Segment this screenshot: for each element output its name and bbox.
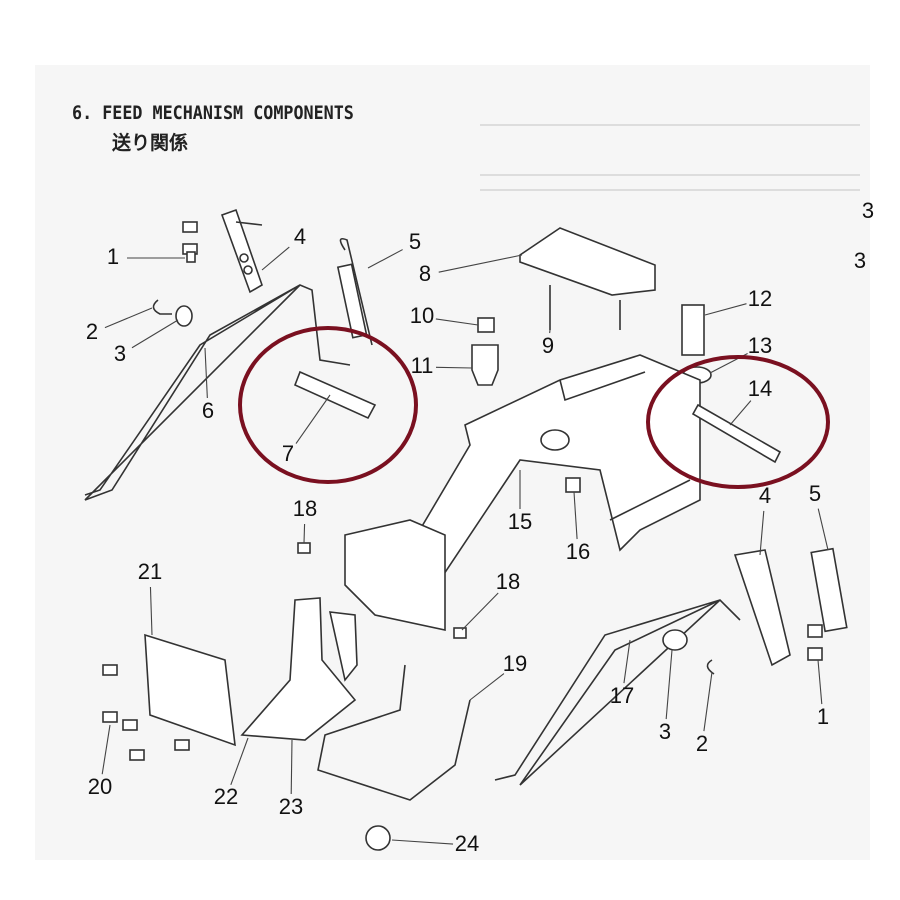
callout-label-3: 3 [659,719,671,744]
leader-line-24 [391,839,454,845]
highlight-circles [238,326,830,489]
leader-line-10 [435,318,479,326]
plate-part-21 [144,633,236,747]
callout-label-19: 19 [503,651,527,676]
callout-label-22: 22 [214,784,238,809]
bracket-part-22 [240,597,357,741]
leader-line-6 [204,347,208,399]
screws-part-20 [102,664,190,761]
callout-label-7: 7 [282,441,294,466]
feed-arm-part-17 [494,599,741,786]
callout-label-23: 23 [279,794,303,819]
callout-label-3: 3 [862,198,874,223]
bracket-part-23 [328,611,358,682]
leader-line-5 [817,508,829,551]
callout-label-18: 18 [496,569,520,594]
callout-label-21: 21 [138,559,162,584]
leader-line-22 [230,737,249,786]
knob-part-24 [365,825,391,851]
plate-part-8 [519,227,656,296]
callout-label-17: 17 [610,683,634,708]
bolt-part-12 [681,304,705,356]
e-ring-part-2-right [706,659,715,675]
leader-line-21 [149,586,153,636]
washer-part-3-right [662,629,688,651]
leader-line-2 [104,307,153,329]
leader-line-4 [261,246,290,271]
callout-label-14: 14 [748,376,772,401]
callout-label-20: 20 [88,774,112,799]
section-subtitle-japanese: 送り関係 [112,132,189,154]
callout-label-16: 16 [566,539,590,564]
callout-label-1: 1 [817,704,829,729]
callout-label-18: 18 [293,496,317,521]
callout-label-4: 4 [294,224,306,249]
callout-label-15: 15 [508,509,532,534]
parts-drawings [84,208,848,851]
leader-line-17 [623,639,631,684]
leader-line-20 [101,724,111,775]
callout-label-6: 6 [202,398,214,423]
leader-line-5 [367,249,403,269]
scanned-page-area [35,65,870,860]
frame-part-15 [403,354,701,582]
leader-line-23 [290,739,293,795]
collar-part-11 [471,344,499,386]
screws-part-1-left [182,221,198,263]
leader-line-8 [438,254,523,273]
leader-line-2 [703,671,713,732]
callout-label-2: 2 [696,731,708,756]
leader-line-3 [665,649,673,720]
leader-line-14 [729,400,752,426]
callout-label-11: 11 [411,353,434,378]
highlight-circle-part-7 [238,326,418,484]
leader-line-11 [435,366,473,369]
callout-label-13: 13 [748,333,772,358]
callout-label-9: 9 [542,333,554,358]
leader-lines [101,246,829,845]
leader-line-18 [303,523,306,544]
section-title: 6. FEED MECHANISM COMPONENTS [72,102,354,124]
leader-line-3 [131,319,179,349]
spring-part-5-left [339,237,373,346]
screw-part-18 [297,542,311,554]
spring-part-5-right [810,547,848,633]
lever-part-4-right [733,549,791,667]
leader-line-19 [469,673,505,701]
callout-label-4: 4 [759,483,771,508]
callout-label-8: 8 [419,261,431,286]
callout-label-10: 10 [410,303,434,328]
callout-label-5: 5 [809,481,821,506]
leader-line-4 [759,510,765,556]
wire-part-19 [317,664,471,801]
feed-arm-part-6 [84,284,351,501]
screw-part-1-right [807,624,823,638]
callout-label-24: 24 [455,831,479,856]
leader-line-1 [817,659,823,705]
leader-line-18 [461,592,499,631]
leader-line-16 [573,491,578,540]
callout-label-3: 3 [114,341,126,366]
pin-part-7 [293,370,377,420]
highlight-circle-part-14 [646,355,830,489]
background-text-ghosts [480,124,860,191]
callout-label-1: 1 [107,244,119,269]
screw-part-16 [565,477,581,493]
pin-part-14 [691,403,782,464]
leader-line-7 [295,394,331,444]
screw-part-18b [453,627,467,639]
leader-line-12 [704,303,747,316]
callout-label-3: 3 [854,248,866,273]
callout-label-12: 12 [748,286,772,311]
washer-part-3-left [175,305,193,327]
nut-part-10 [477,317,495,333]
callout-label-2: 2 [86,319,98,344]
callout-label-5: 5 [409,229,421,254]
guide-plate [344,519,446,631]
e-ring-part-2-left [152,299,172,315]
